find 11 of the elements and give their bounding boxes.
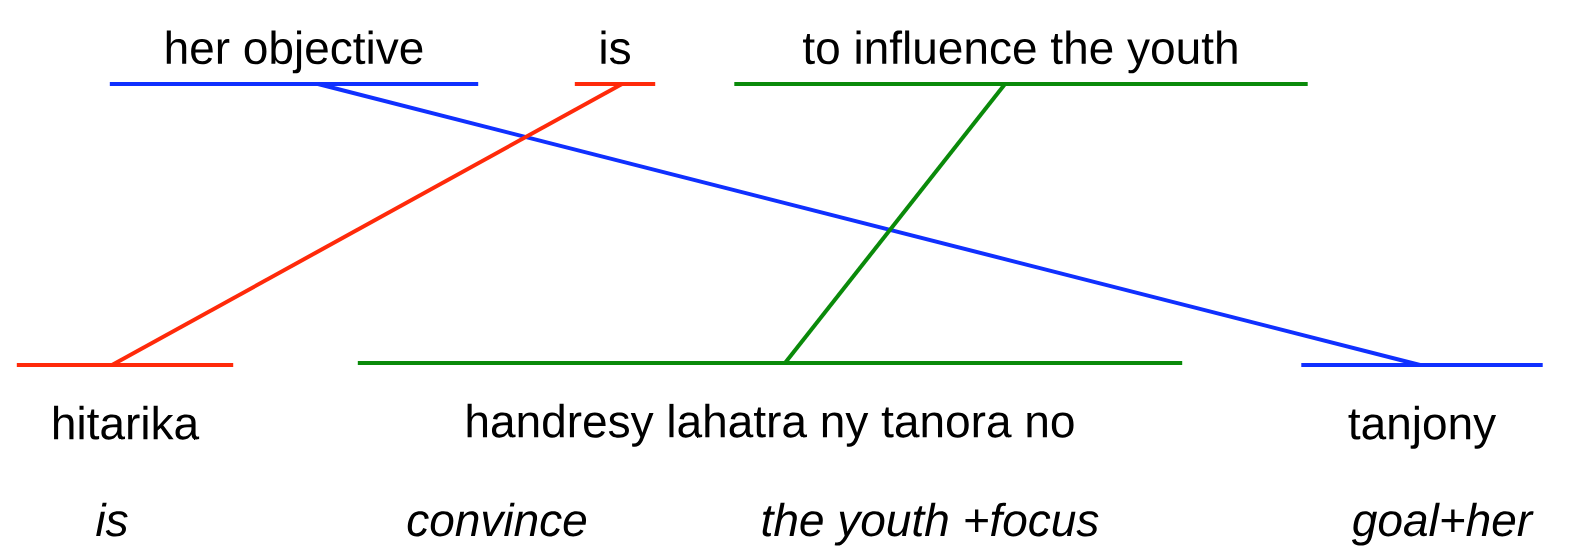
connector-line: [783, 82, 1007, 365]
gloss-text: convince: [407, 502, 587, 537]
underlined-phrase: tanjony: [1301, 363, 1543, 449]
underlined-phrase: is: [574, 30, 656, 86]
gloss-text: is: [96, 502, 128, 537]
gloss-text: the youth +focus: [762, 502, 1099, 546]
gloss-text: goal+her: [1351, 502, 1534, 546]
underlined-phrase: to influence the youth: [734, 30, 1308, 86]
underlined-phrase: her objective: [109, 30, 479, 86]
underlined-phrase: handresy lahatra ny tanora no: [357, 361, 1183, 447]
underlined-phrase: hitarika: [16, 363, 234, 440]
